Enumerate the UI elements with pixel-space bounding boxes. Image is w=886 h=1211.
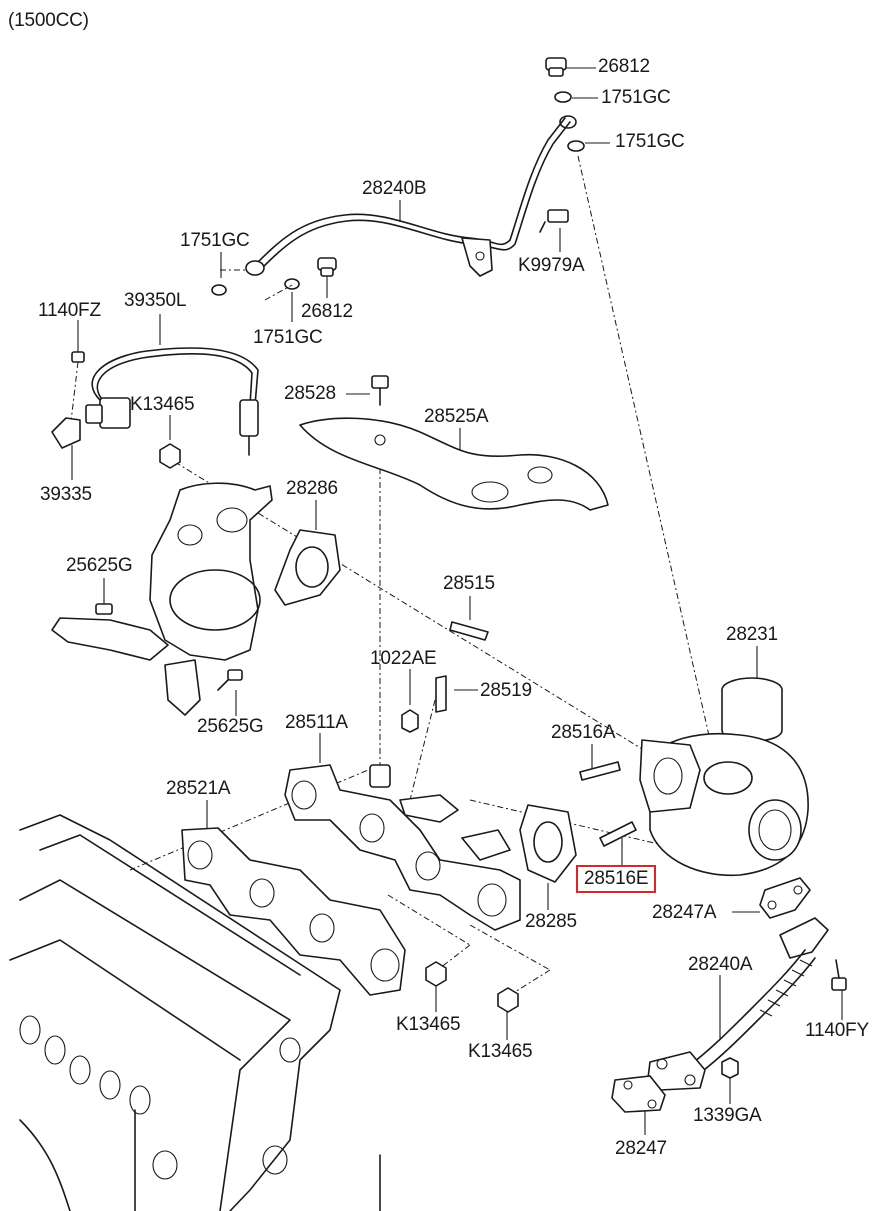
label-26812-mid: 26812 <box>301 301 353 322</box>
diagram-title: (1500CC) <box>8 10 89 31</box>
stud-28515 <box>449 621 489 641</box>
heat-protector <box>299 417 609 511</box>
label-k13465-a: K13465 <box>130 394 195 415</box>
bracket-bolt-a <box>95 603 113 615</box>
label-28515: 28515 <box>443 573 495 594</box>
turbocharger <box>639 677 809 877</box>
exhaust-manifold <box>284 764 521 931</box>
label-1140fz: 1140FZ <box>38 300 101 321</box>
drain-bolt <box>831 959 847 991</box>
label-25625g-b: 25625G <box>197 716 264 737</box>
label-28525a: 28525A <box>424 406 489 427</box>
label-28247: 28247 <box>615 1138 667 1159</box>
washer-top-b <box>567 140 585 152</box>
label-28247a: 28247A <box>652 902 717 923</box>
stud-28519 <box>435 675 447 713</box>
label-k9979a: K9979A <box>518 255 585 276</box>
label-1140fy: 1140FY <box>805 1020 869 1041</box>
pipe-bracket-bolt <box>539 209 569 233</box>
label-k13465-c: K13465 <box>468 1041 533 1062</box>
label-28521a: 28521A <box>166 778 231 799</box>
label-1751gc-b: 1751GC <box>615 131 685 152</box>
catalytic-converter <box>51 482 273 716</box>
sensor-bracket <box>51 417 81 449</box>
banjo-bolt-top <box>545 57 567 77</box>
label-28240a: 28240A <box>688 954 753 975</box>
washer-left-a <box>211 284 227 296</box>
oil-feed-pipe <box>245 115 577 277</box>
flange-nut-a <box>159 443 181 469</box>
label-1339ga: 1339GA <box>693 1105 762 1126</box>
washer-top-a <box>554 91 572 103</box>
label-28511a: 28511A <box>285 712 348 733</box>
flange-nut-b <box>425 961 447 987</box>
gasket-28285 <box>519 804 577 883</box>
label-1751gc-c: 1751GC <box>180 230 250 251</box>
banjo-bolt-mid <box>317 257 337 277</box>
washer-left-b <box>284 278 300 290</box>
label-1751gc-d: 1751GC <box>253 327 323 348</box>
label-39350l: 39350L <box>124 290 187 311</box>
gasket-28247 <box>611 1075 666 1113</box>
label-39335: 39335 <box>40 484 92 505</box>
stud-28516e <box>599 821 637 847</box>
label-1751gc-a: 1751GC <box>601 87 671 108</box>
sensor-bolt <box>71 351 85 363</box>
label-28285: 28285 <box>525 911 577 932</box>
label-28286: 28286 <box>286 478 338 499</box>
gasket-28286 <box>274 529 341 606</box>
engine-block <box>9 814 381 1211</box>
bracket-bolt-b <box>217 669 243 691</box>
leader-lines <box>69 67 843 1135</box>
label-28240b: 28240B <box>362 178 427 199</box>
label-k13465-b: K13465 <box>396 1014 461 1035</box>
label-28231: 28231 <box>726 624 778 645</box>
stud-28516a <box>579 761 621 781</box>
gasket-28247a <box>759 877 811 919</box>
label-28519: 28519 <box>480 680 532 701</box>
label-1022ae: 1022AE <box>370 648 437 669</box>
label-28528: 28528 <box>284 383 336 404</box>
flange-nut-c <box>497 987 519 1013</box>
label-28516a: 28516A <box>551 722 616 743</box>
oxygen-sensor <box>85 347 259 456</box>
manifold-gasket <box>181 827 406 996</box>
nut-1022ae <box>401 709 419 733</box>
label-25625g-a: 25625G <box>66 555 133 576</box>
nut-1339ga <box>721 1057 739 1079</box>
label-28516e-highlighted: 28516E <box>576 865 657 893</box>
label-26812-top: 26812 <box>598 56 650 77</box>
heat-protector-bolt <box>371 375 389 406</box>
